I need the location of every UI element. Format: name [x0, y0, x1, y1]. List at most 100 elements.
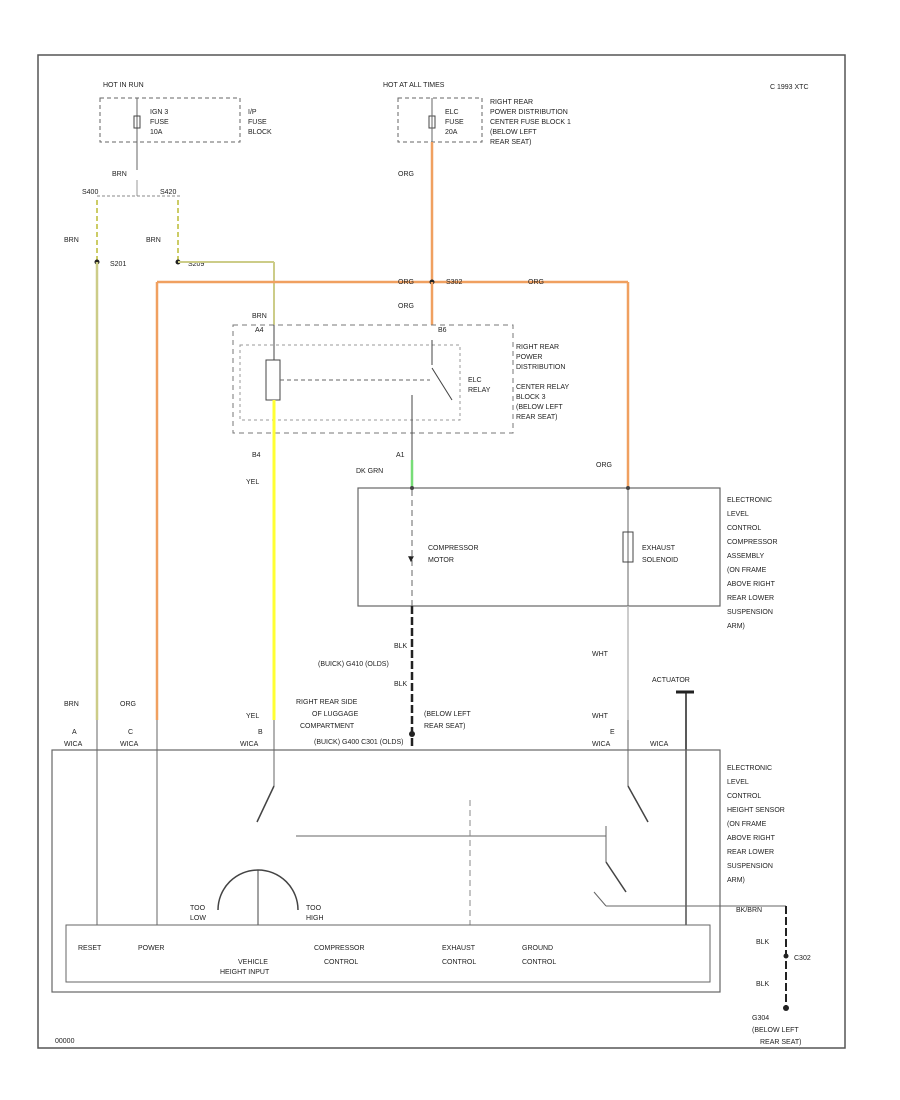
splice-label: S302	[446, 279, 462, 286]
sensor-conn: WICA	[64, 741, 83, 748]
compressor-label-line: (ON FRAME	[727, 567, 767, 574]
right-block-line: POWER DISTRIBUTION	[490, 109, 568, 116]
input-label-power: POWER	[138, 945, 164, 952]
arc-right-label: TOO	[306, 905, 322, 912]
brn-label: BRN	[252, 313, 267, 320]
elc-relay-block	[232, 324, 514, 434]
sensor-label-line: (ON FRAME	[727, 821, 767, 828]
diagram-frame	[37, 54, 846, 1049]
wht-label: WHT	[592, 713, 609, 720]
relay-label-line: CENTER RELAY	[516, 384, 569, 391]
right-block-line: RIGHT REAR	[490, 99, 533, 106]
relay-label-line: RIGHT REAR	[516, 344, 559, 351]
diagram-code: 00000	[55, 1038, 75, 1045]
splice-label: S201	[110, 261, 126, 268]
left-fuse-line: FUSE	[150, 119, 169, 126]
sensor-conn: WICA	[650, 741, 669, 748]
org-label: ORG	[596, 462, 612, 469]
splice-label: S420	[160, 189, 176, 196]
left-block-line: BLOCK	[248, 129, 272, 136]
compressor-label-line: SUSPENSION	[727, 609, 773, 616]
arc-left-label: TOO	[190, 905, 206, 912]
dkgrn-label: DK GRN	[356, 468, 383, 475]
compressor-label-line: REAR LOWER	[727, 595, 774, 602]
ground-point	[783, 1005, 789, 1011]
ground-note: (BELOW LEFT	[752, 1027, 799, 1034]
relay-name: RELAY	[468, 387, 491, 394]
actuator-label: ACTUATOR	[652, 677, 690, 684]
sensor-pin: E	[610, 729, 615, 736]
ground-note: REAR SEAT)	[760, 1039, 802, 1046]
ground-label: G304	[752, 1015, 769, 1022]
relay-contact-arm	[431, 367, 453, 401]
switch-lower	[605, 861, 627, 893]
left-block-line: I/P	[248, 109, 257, 116]
relay-name: ELC	[468, 377, 482, 384]
left-fuse-element	[133, 115, 141, 129]
splice-label: C302	[794, 955, 811, 962]
relay-pin: B4	[252, 452, 261, 459]
connector-pin	[410, 486, 414, 490]
compressor-label-line: COMPRESSOR	[727, 539, 778, 546]
compressor-label-line: ABOVE RIGHT	[727, 581, 776, 588]
motor-label: COMPRESSOR	[428, 545, 479, 552]
sensor-conn: WICA	[592, 741, 611, 748]
diagram-ref: C 1993 XTC	[770, 84, 809, 91]
relay-coil	[265, 359, 281, 401]
org-label: ORG	[398, 303, 414, 310]
relay-label-line: (BELOW LEFT	[516, 404, 563, 411]
input-label-height: HEIGHT INPUT	[220, 969, 270, 976]
brn-label: BRN	[146, 237, 161, 244]
compressor-label-line: ASSEMBLY	[727, 553, 765, 560]
relay-inner	[239, 344, 461, 421]
left-fuse-line: IGN 3	[150, 109, 168, 116]
relay-pin: A1	[396, 452, 405, 459]
ground-control-wire	[593, 891, 607, 907]
input-label-ground: CONTROL	[522, 959, 556, 966]
sensor-pin: A	[72, 729, 77, 736]
input-label-exhaust: CONTROL	[442, 959, 476, 966]
compressor-label-line: ELECTRONIC	[727, 497, 772, 504]
sensor-pin: C	[128, 729, 133, 736]
relay-label-line: BLOCK 3	[516, 394, 546, 401]
ground-note: (BUICK) G400 C301 (OLDS)	[314, 739, 403, 746]
motor-label: MOTOR	[428, 557, 454, 564]
right-fuse-line: ELC	[445, 109, 459, 116]
right-block-line: CENTER FUSE BLOCK 1	[490, 119, 571, 126]
height-sensor-assembly	[51, 749, 721, 993]
org-label: ORG	[120, 701, 136, 708]
right-block-line: REAR SEAT)	[490, 139, 532, 146]
relay-label-line: DISTRIBUTION	[516, 364, 565, 371]
input-label-ground: GROUND	[522, 945, 553, 952]
ground-note: RIGHT REAR SIDE	[296, 699, 358, 706]
ground-note: OF LUGGAGE	[312, 711, 359, 718]
sensor-label-line: HEIGHT SENSOR	[727, 807, 785, 814]
solenoid-label: EXHAUST	[642, 545, 676, 552]
solenoid-coil	[622, 531, 634, 563]
ground-note: (BELOW LEFT	[424, 711, 471, 718]
bkbrn-label: BK/BRN	[736, 907, 762, 914]
blk-label: BLK	[756, 981, 770, 988]
compressor-label-line: LEVEL	[727, 511, 749, 518]
sensor-pin: B	[258, 729, 263, 736]
arc-left-label: LOW	[190, 915, 206, 922]
left-fuse-block	[99, 97, 241, 143]
org-label: ORG	[528, 279, 544, 286]
switch-left	[256, 785, 275, 823]
relay-label-line: POWER	[516, 354, 542, 361]
ground-point	[409, 731, 415, 737]
junction-dot	[783, 953, 789, 959]
motor-symbol: ▼	[406, 554, 416, 565]
blk-label: BLK	[394, 643, 408, 650]
blk-label: BLK	[756, 939, 770, 946]
left-fuse-line: 10A	[150, 129, 163, 136]
left-supply-label: HOT IN RUN	[103, 82, 144, 89]
compressor-label-line: CONTROL	[727, 525, 761, 532]
solenoid-label: SOLENOID	[642, 557, 678, 564]
right-supply-label: HOT AT ALL TIMES	[383, 82, 445, 89]
sensor-label-line: ARM)	[727, 877, 745, 884]
brn-label: BRN	[64, 701, 79, 708]
input-label-compressor: CONTROL	[324, 959, 358, 966]
ground-note: REAR SEAT)	[424, 723, 466, 730]
